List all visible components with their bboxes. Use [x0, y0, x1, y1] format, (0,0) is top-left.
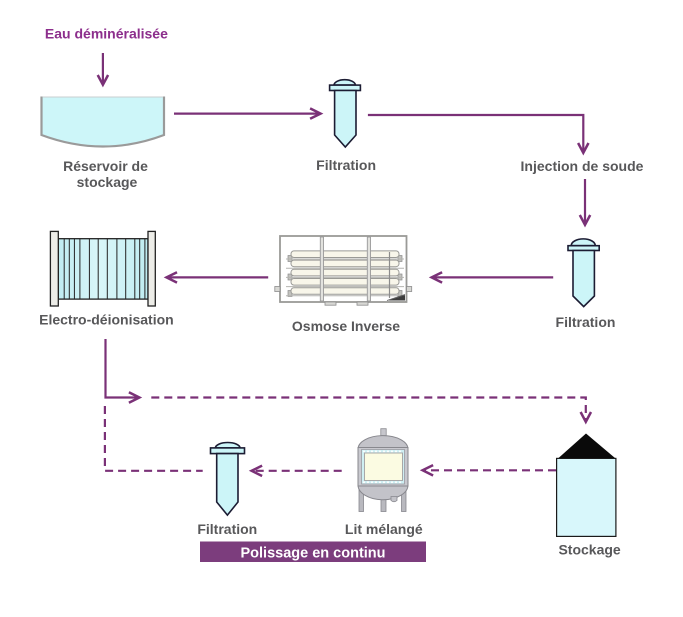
- svg-text:Filtration: Filtration: [316, 157, 376, 173]
- svg-text:Lit mélangé: Lit mélangé: [345, 521, 423, 537]
- svg-text:Polissage en continu: Polissage en continu: [240, 545, 385, 561]
- svg-text:Réservoir de: Réservoir de: [63, 158, 148, 174]
- svg-text:Eau déminéralisée: Eau déminéralisée: [45, 25, 168, 41]
- svg-text:Stockage: Stockage: [558, 541, 620, 557]
- svg-text:Electro-déionisation: Electro-déionisation: [39, 311, 174, 327]
- svg-text:stockage: stockage: [77, 174, 138, 190]
- svg-text:Injection de soude: Injection de soude: [521, 158, 644, 174]
- svg-text:Filtration: Filtration: [556, 314, 616, 330]
- svg-text:Filtration: Filtration: [197, 521, 257, 537]
- svg-text:Osmose Inverse: Osmose Inverse: [292, 318, 400, 334]
